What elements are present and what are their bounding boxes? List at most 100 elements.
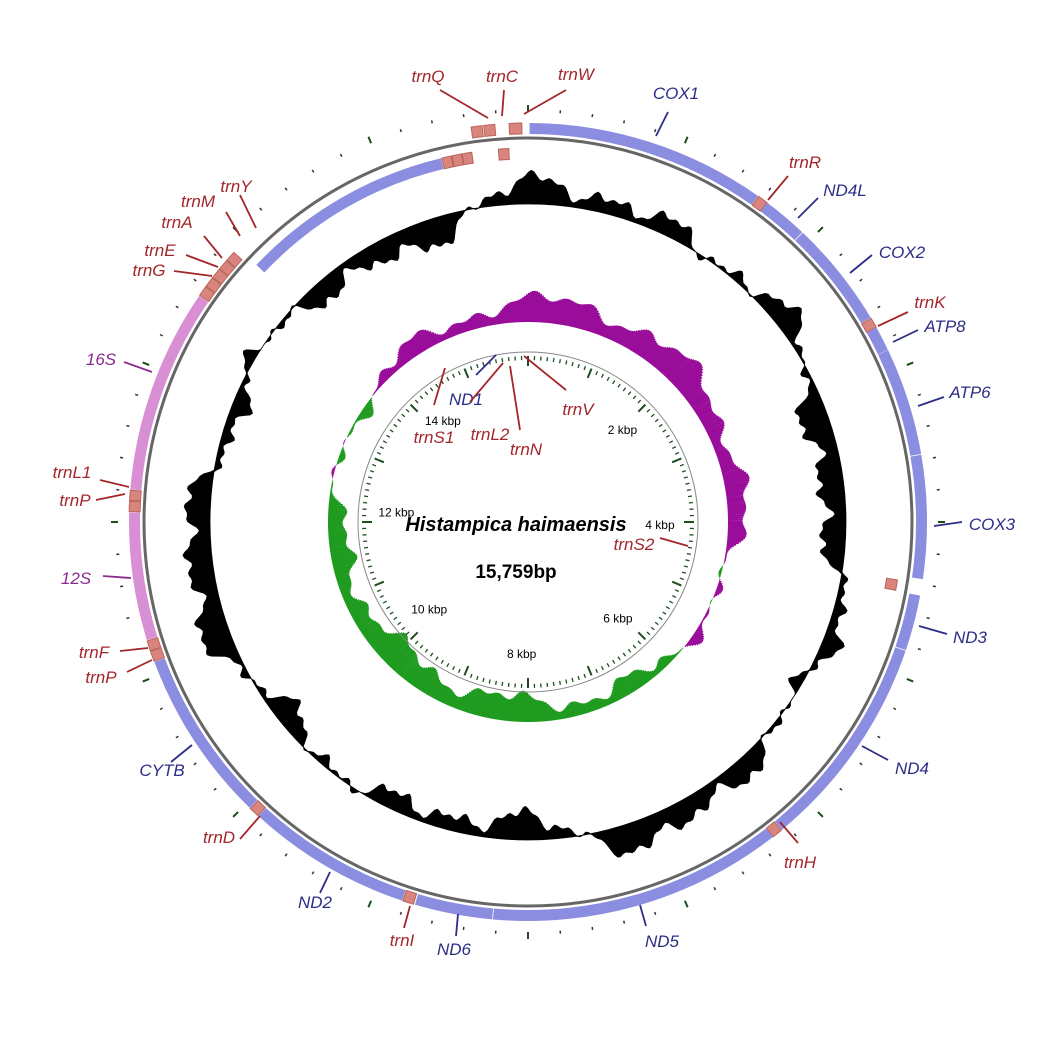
inner-tick	[463, 665, 470, 676]
inner-tick	[558, 680, 562, 685]
inner-tick	[363, 495, 369, 498]
outer-tick	[430, 120, 434, 124]
outer-tick	[793, 207, 797, 211]
gc-content-track	[182, 169, 849, 858]
inner-tick	[386, 434, 391, 438]
outer-tick	[926, 424, 930, 428]
inner-tick	[405, 631, 410, 636]
inner-tick	[686, 552, 691, 556]
gene-label-trnm: trnM	[181, 192, 216, 211]
genome-backbone-ring	[142, 136, 914, 908]
inner-tick	[376, 589, 382, 593]
outer-tick	[284, 187, 288, 191]
scale-label: 14 kbp	[425, 414, 461, 428]
outer-tick	[284, 853, 288, 857]
outer-tick	[713, 886, 717, 891]
inner-tick	[368, 565, 373, 568]
feature-trnp	[128, 500, 142, 513]
inner-tick	[382, 440, 387, 444]
leader-line-atp8	[892, 329, 919, 343]
leader-line-trnq	[439, 89, 489, 119]
inner-tick	[409, 403, 419, 413]
gene-label-trnw: trnW	[558, 65, 596, 84]
inner-tick	[405, 408, 410, 413]
leader-line-cox2	[849, 254, 873, 274]
outer-tick	[193, 762, 197, 766]
inner-tick	[586, 368, 593, 379]
inner-tick	[424, 391, 429, 396]
feature-12s	[128, 512, 158, 641]
inner-tick	[452, 373, 456, 378]
outer-tick	[430, 920, 434, 924]
outer-tick	[768, 853, 772, 857]
inner-tick	[617, 656, 621, 661]
inner-tick	[457, 668, 461, 674]
leader-line-trnp	[126, 659, 153, 673]
inner-tick	[637, 640, 642, 645]
inner-tick	[674, 589, 680, 593]
feature-trnm	[219, 260, 236, 277]
outer-tick	[193, 278, 197, 282]
feature-trnh	[765, 821, 782, 838]
gene-label-cytb: CYTB	[139, 761, 184, 780]
inner-tick	[617, 383, 621, 388]
gene-label-16s: 16S	[86, 350, 117, 369]
gene-label-trnv: trnV	[562, 400, 595, 419]
leader-line-trnl1	[99, 479, 130, 488]
leader-line-trng	[173, 270, 213, 277]
inner-tick	[586, 665, 593, 676]
gene-label-trnl2: trnL2	[471, 425, 510, 444]
inner-tick	[379, 594, 384, 598]
inner-tick	[622, 387, 627, 392]
inner-tick	[679, 463, 684, 467]
outer-tick	[741, 169, 745, 173]
inner-tick	[429, 652, 434, 657]
leader-line-nd6	[455, 913, 459, 937]
feature-trnd	[249, 799, 267, 817]
inner-tick	[654, 418, 659, 423]
feature-nd4l	[760, 202, 803, 241]
leader-line-trnp	[95, 493, 126, 501]
inner-tick	[440, 659, 444, 664]
feature-trnc	[483, 123, 497, 137]
gene-label-trnr: trnR	[789, 153, 821, 172]
inner-tick	[612, 659, 616, 664]
feature-trny	[226, 251, 243, 269]
outer-tick	[793, 833, 797, 837]
leader-line-cytb	[170, 744, 193, 763]
leader-line-16s	[123, 361, 153, 373]
inner-tick	[469, 366, 473, 371]
feature-16s	[130, 295, 209, 491]
inner-tick	[386, 606, 391, 610]
inner-tick	[401, 626, 406, 631]
leader-line-trnh	[779, 821, 799, 844]
inner-tick	[687, 546, 693, 549]
inner-tick	[606, 663, 610, 668]
outer-tick	[259, 207, 263, 211]
inner-tick	[637, 403, 647, 413]
inner-tick	[577, 675, 580, 681]
inner-tick	[379, 446, 384, 450]
leader-line-nd2	[319, 871, 331, 894]
inner-tick	[595, 370, 599, 376]
gene-label-12s: 12S	[61, 569, 92, 588]
inner-tick	[606, 376, 610, 381]
inner-tick	[669, 600, 674, 604]
gene-label-nd6: ND6	[437, 940, 472, 959]
outer-tick	[142, 361, 150, 367]
outer-tick	[259, 833, 263, 837]
inner-tick	[632, 644, 637, 649]
outer-tick	[142, 677, 150, 683]
outer-tick	[126, 616, 130, 620]
inner-tick	[369, 470, 375, 473]
leader-line-trnf	[119, 647, 149, 652]
outer-tick	[311, 871, 315, 875]
gene-label-trne: trnE	[144, 241, 176, 260]
inner-tick	[397, 418, 402, 423]
outer-tick	[926, 616, 930, 620]
inner-tick	[452, 666, 456, 671]
feature-trnk	[860, 317, 877, 334]
inner-tick	[376, 451, 382, 455]
inner-tick	[501, 681, 504, 687]
leader-line-nd4	[861, 745, 889, 761]
